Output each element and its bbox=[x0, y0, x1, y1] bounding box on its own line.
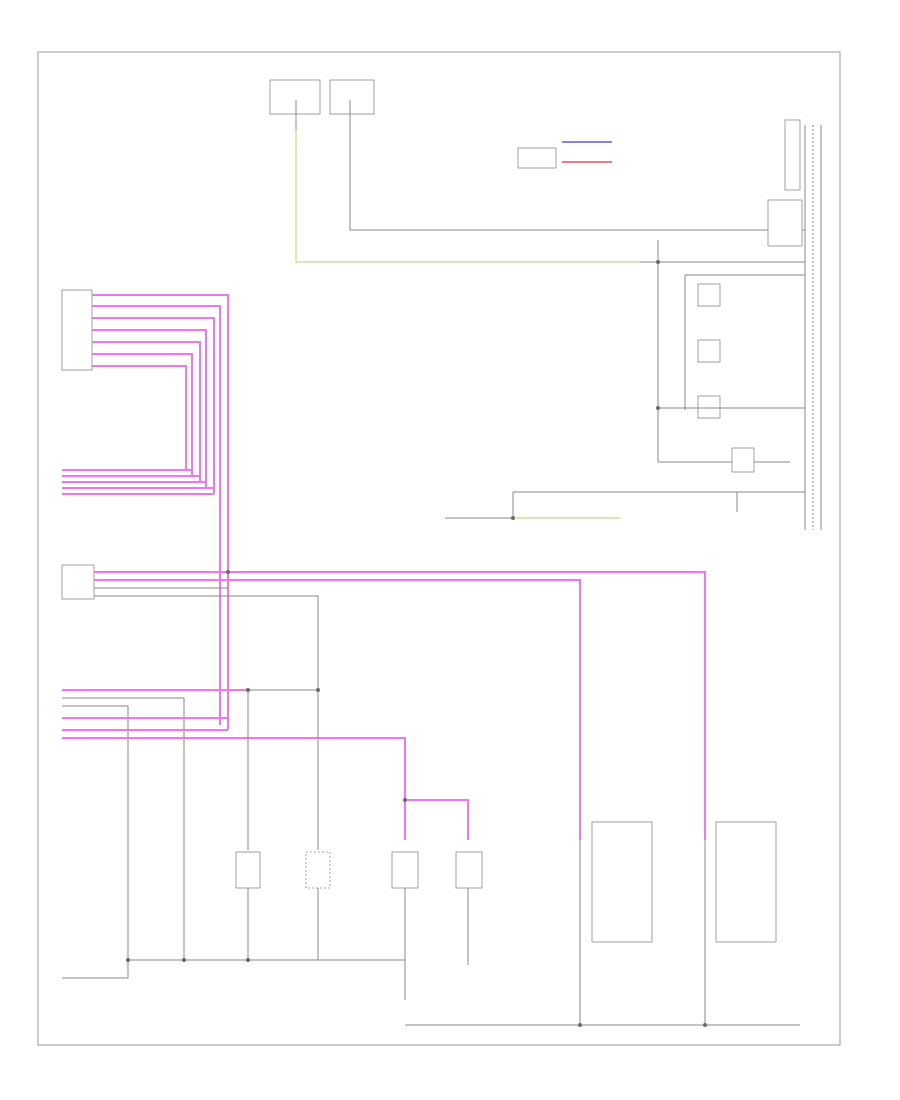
left-connector-mid bbox=[61, 564, 706, 840]
top-fuse-right bbox=[329, 79, 375, 130]
switch-2 bbox=[305, 851, 331, 960]
diagram-frame bbox=[37, 51, 841, 1046]
left-connector-top bbox=[61, 289, 93, 371]
splice-dots bbox=[126, 260, 707, 1027]
ground-bus bbox=[62, 959, 405, 979]
left-connector-low bbox=[62, 689, 469, 960]
switch-1 bbox=[235, 851, 261, 960]
switch-3 bbox=[391, 851, 419, 1000]
lower-module-right bbox=[704, 821, 777, 1025]
yellow-wire-feed bbox=[295, 130, 640, 263]
legend-wires bbox=[517, 141, 612, 169]
top-fuse-left bbox=[269, 79, 321, 130]
switch-4 bbox=[455, 851, 483, 965]
lower-module-left bbox=[579, 821, 653, 1025]
pink-bus-top bbox=[62, 294, 229, 730]
right-module-bus bbox=[767, 119, 822, 530]
black-wire-feed bbox=[349, 130, 640, 231]
right-relays bbox=[445, 240, 805, 519]
